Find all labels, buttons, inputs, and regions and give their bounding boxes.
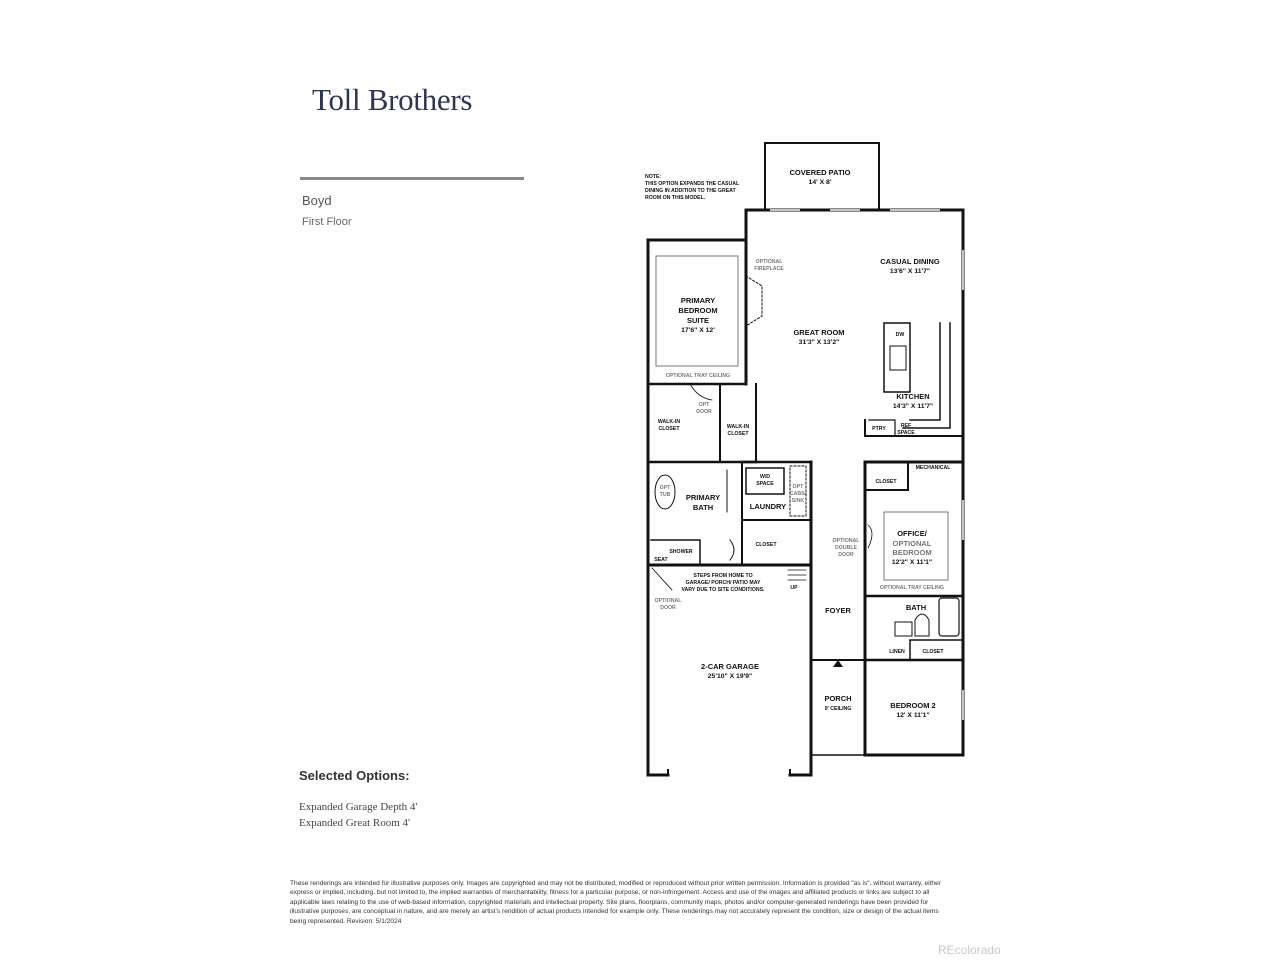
entry-arrow-icon xyxy=(833,660,843,667)
garage-dim: 25'10" X 19'9" xyxy=(708,673,752,680)
plan-name: Boyd xyxy=(302,193,332,208)
covered-patio-dim: 14' X 8' xyxy=(809,179,832,186)
selected-options-title: Selected Options: xyxy=(299,768,410,783)
office-label-2: OPTIONAL xyxy=(893,539,932,548)
garage-label: 2-CAR GARAGE xyxy=(701,662,759,671)
optional-fireplace-2: FIREPLACE xyxy=(754,266,784,272)
office-dim: 12'2" X 11'1" xyxy=(892,559,932,566)
walk-in-closet-right-2: CLOSET xyxy=(727,431,749,437)
closet-laundry-label: CLOSET xyxy=(755,542,777,548)
primary-bedroom-label-2: BEDROOM xyxy=(678,306,717,315)
wd-space-1: W/D xyxy=(760,474,770,480)
bedroom2-label: BEDROOM 2 xyxy=(890,701,935,710)
wd-space-2: SPACE xyxy=(756,481,774,487)
optional-door-1: OPTIONAL xyxy=(655,598,683,604)
steps-note-2: GARAGE/ PORCH/ PATIO MAY xyxy=(686,580,761,586)
casual-dining-label: CASUAL DINING xyxy=(880,257,940,266)
pantry-label: PTRY xyxy=(872,426,886,432)
steps-note-3: VARY DUE TO SITE CONDITIONS. xyxy=(681,587,765,593)
steps-note-1: STEPS FROM HOME TO xyxy=(693,573,752,579)
toll-brothers-logo: Toll Brothers xyxy=(312,82,473,117)
optional-fireplace-1: OPTIONAL xyxy=(756,259,784,265)
shower-label: SHOWER xyxy=(669,549,693,555)
primary-bath-label-1: PRIMARY xyxy=(686,493,720,502)
walk-in-closet-left-2: CLOSET xyxy=(658,426,680,432)
primary-bedroom-dim: 17'6" X 12' xyxy=(681,327,715,334)
optional-double-door-2: DOUBLE xyxy=(835,545,857,551)
opt-cabs-sink-1: OPT xyxy=(793,484,804,490)
laundry-label: LAUNDRY xyxy=(750,502,786,511)
floor-label: First Floor xyxy=(302,216,352,228)
opt-cabs-sink-2: CABS/ xyxy=(790,491,807,497)
selected-option-item: Expanded Great Room 4' xyxy=(299,817,411,829)
mechanical-label: MECHANICAL xyxy=(916,465,952,471)
opt-door-2: DOOR xyxy=(696,409,712,415)
optional-tray-ceiling-primary: OPTIONAL TRAY CEILING xyxy=(666,373,730,379)
opt-door-1: OPT xyxy=(699,402,710,408)
kitchen-dim: 14'3" X 11'7" xyxy=(893,403,933,410)
optional-double-door-1: OPTIONAL xyxy=(833,538,861,544)
recolorado-watermark: REcolorado xyxy=(938,943,1001,957)
great-room-label: GREAT ROOM xyxy=(793,328,844,337)
walk-in-closet-left-1: WALK-IN xyxy=(658,419,680,425)
kitchen-label: KITCHEN xyxy=(896,392,929,401)
opt-tub-1: OPT xyxy=(660,485,671,491)
legal-disclaimer: These renderings are intended for illust… xyxy=(290,880,941,925)
seat-label: SEAT xyxy=(654,557,668,563)
dishwasher-label: DW xyxy=(896,332,905,338)
bath-label: BATH xyxy=(906,603,926,612)
linen-label: LINEN xyxy=(889,649,905,655)
up-label: UP xyxy=(790,585,798,591)
primary-bedroom-label-1: PRIMARY xyxy=(681,296,715,305)
great-room-dim: 31'3" X 13'2" xyxy=(799,339,840,346)
office-label-1: OFFICE/ xyxy=(897,529,927,538)
primary-bath-label-2: BATH xyxy=(693,503,713,512)
title-divider xyxy=(300,177,524,180)
closet-label: CLOSET xyxy=(875,479,897,485)
optional-double-door-3: DOOR xyxy=(838,552,854,558)
primary-bedroom-label-3: SUITE xyxy=(687,316,709,325)
plan-note-line-4: ROOM ON THIS MODEL. xyxy=(645,195,706,201)
plan-note-line-2: THIS OPTION EXPANDS THE CASUAL xyxy=(645,181,740,187)
walk-in-closet-right-1: WALK-IN xyxy=(727,424,749,430)
opt-tub-2: TUB xyxy=(660,492,671,498)
porch-label: PORCH xyxy=(824,694,851,703)
plan-note-line-1: NOTE: xyxy=(645,174,661,180)
optional-door-2: DOOR xyxy=(660,605,676,611)
plan-note-line-3: DINING IN ADDITION TO THE GREAT xyxy=(645,188,737,194)
selected-option-item: Expanded Garage Depth 4' xyxy=(299,801,418,813)
foyer-label: FOYER xyxy=(825,606,851,615)
office-label-3: BEDROOM xyxy=(892,548,931,557)
selected-options-list: Expanded Garage Depth 4' Expanded Great … xyxy=(299,799,417,831)
ref-space-1: REF xyxy=(901,423,911,429)
porch-ceiling-label: 9' CEILING xyxy=(825,706,852,712)
ref-space-2: SPACE xyxy=(897,430,915,436)
casual-dining-dim: 13'6" X 11'7" xyxy=(890,268,930,275)
bedroom2-dim: 12' X 11'1" xyxy=(896,712,929,719)
covered-patio-label: COVERED PATIO xyxy=(790,168,851,177)
optional-tray-ceiling-office: OPTIONAL TRAY CEILING xyxy=(880,585,944,591)
closet-bedroom2-label: CLOSET xyxy=(922,649,944,655)
opt-cabs-sink-3: SINK xyxy=(792,498,805,504)
